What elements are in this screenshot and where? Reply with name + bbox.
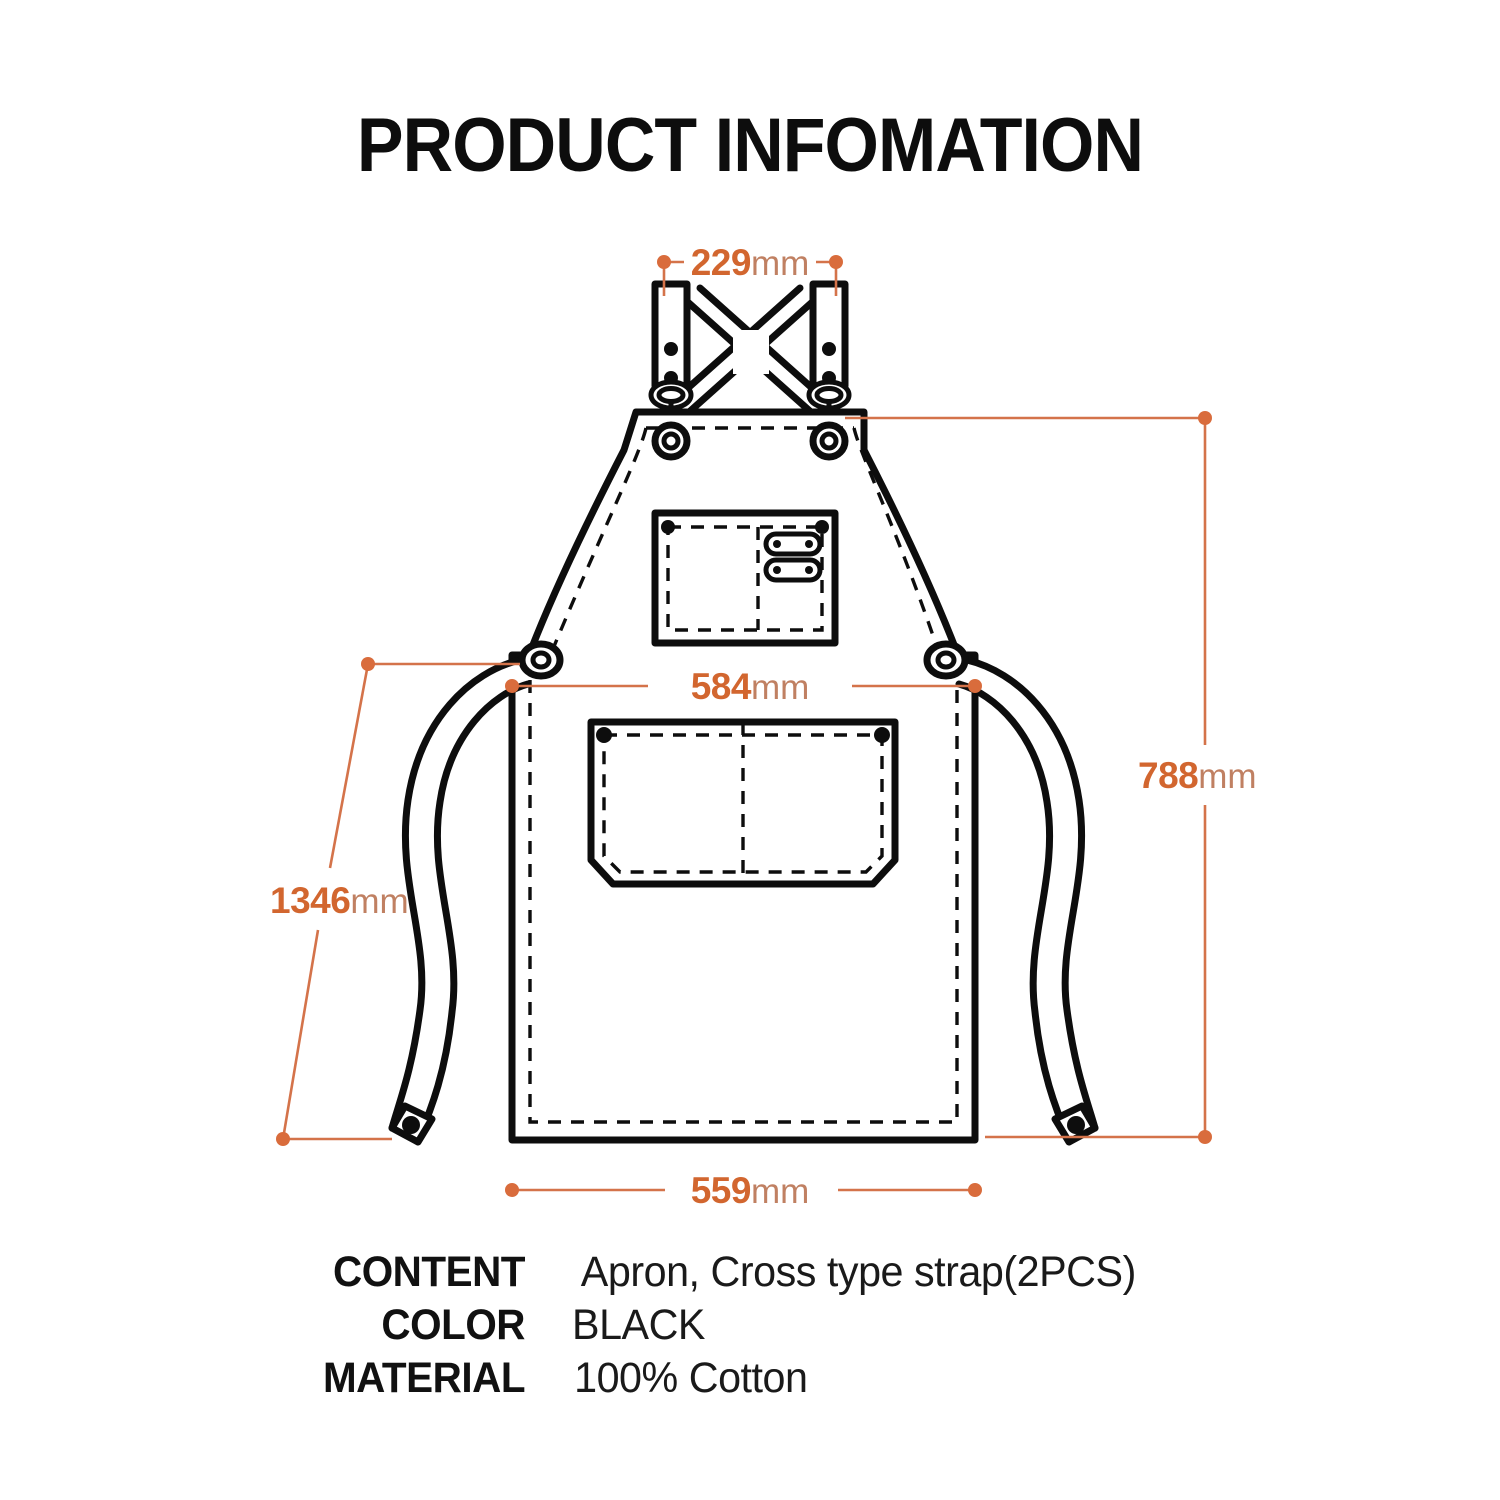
- pen-loop-lower: [763, 557, 823, 583]
- dimension-bib-width: 584mm: [505, 666, 982, 707]
- waist-pocket-rivet-right: [874, 727, 890, 743]
- dimension-strap-length: 1346mm: [270, 657, 520, 1146]
- dim-1346-unit: mm: [350, 882, 408, 921]
- dim-788-dot-bottom: [1198, 1130, 1212, 1144]
- dim-1346-dot-bottom: [276, 1132, 290, 1146]
- waist-tie-right-fill: [959, 660, 1095, 1140]
- dim-559-value: 559: [691, 1170, 751, 1211]
- bib-grommet-right-outer: [809, 421, 849, 461]
- dim-788-unit: mm: [1198, 757, 1256, 796]
- waist-tie-right-edge-outer: [963, 656, 1099, 1132]
- waist-pocket: [587, 718, 899, 888]
- waist-grommet-left-outer: [518, 640, 564, 680]
- dimension-hem-width: 559mm: [505, 1170, 982, 1211]
- dim-788-dot-top: [1198, 411, 1212, 425]
- dim-584-dot-right: [968, 679, 982, 693]
- dim-788-label: 788mm: [1138, 755, 1257, 796]
- left-armhole-stitch: [543, 427, 648, 669]
- left-strap-hole-upper: [664, 342, 678, 356]
- waist-tie-right: [923, 640, 1099, 1146]
- dim-229-dot-left: [657, 255, 671, 269]
- dim-229-unit: mm: [751, 244, 809, 283]
- dim-584-unit: mm: [751, 668, 809, 707]
- dim-559-dot-right: [968, 1183, 982, 1197]
- spec-value-content: Apron, Cross type strap(2PCS): [580, 1248, 1137, 1296]
- pen-loop-upper-tack-right: [805, 540, 813, 548]
- spec-value-material: 100% Cotton: [574, 1354, 808, 1402]
- waist-tie-left-edge-inner: [414, 680, 532, 1144]
- dim-584-value: 584: [691, 666, 752, 707]
- pen-loop-lower-tack-right: [805, 566, 813, 574]
- pen-loop-upper-fill: [766, 534, 820, 554]
- dim-1346-dot-top: [361, 657, 375, 671]
- dim-584-dot-left: [505, 679, 519, 693]
- spec-value-color: BLACK: [572, 1301, 705, 1349]
- cross-strap-assembly: [648, 280, 852, 454]
- waist-tie-left-fill: [392, 660, 528, 1140]
- chest-pocket-rivet-left: [661, 520, 675, 534]
- waist-grommet-left-inner: [530, 650, 552, 670]
- page-title: PRODUCT INFOMATION: [356, 103, 1144, 188]
- pen-loop-lower-fill: [766, 560, 820, 580]
- waist-tie-right-edge-inner: [955, 680, 1073, 1144]
- bib-grommet-left-inner: [661, 431, 681, 451]
- waist-pocket-rivet-left: [596, 727, 612, 743]
- spec-row-content: CONTENT Apron, Cross type strap(2PCS): [0, 1248, 1500, 1297]
- dim-1346-line-lower: [281, 929, 320, 1140]
- chest-pocket-stitch: [666, 525, 824, 632]
- spec-label-material: MATERIAL: [322, 1354, 526, 1402]
- apron-body-outline: [508, 408, 979, 1144]
- dim-229-label: 229mm: [691, 242, 810, 283]
- chest-pocket-outline: [651, 509, 839, 647]
- dim-229-value: 229: [691, 242, 751, 283]
- spec-label-color: COLOR: [381, 1301, 526, 1349]
- waist-grommet-right-outer: [923, 640, 969, 680]
- pen-loop-upper-tack-left: [773, 540, 781, 548]
- dim-1346-label: 1346mm: [270, 880, 409, 921]
- dim-559-dot-left: [505, 1183, 519, 1197]
- waist-tie-left-tip-hole: [402, 1116, 420, 1134]
- waist-tie-left-edge-outer: [388, 656, 524, 1132]
- bib-grommet-right-inner: [819, 431, 839, 451]
- bib-grommet-left-outer: [651, 421, 691, 461]
- waist-tie-left-tip: [388, 1102, 436, 1146]
- dim-584-label: 584mm: [691, 666, 810, 707]
- pen-loop-upper: [763, 531, 823, 557]
- specification-table: CONTENT Apron, Cross type strap(2PCS) CO…: [0, 1248, 1500, 1403]
- dim-559-label: 559mm: [691, 1170, 810, 1211]
- spec-row-color: COLOR BLACK: [0, 1301, 1500, 1350]
- right-strap-hole-upper: [822, 342, 836, 356]
- waist-grommet-right-inner: [935, 650, 957, 670]
- chest-pocket-rivet-right: [815, 520, 829, 534]
- dimension-body-height: 788mm: [845, 411, 1257, 1144]
- strap-cross-gap: [733, 330, 769, 374]
- dim-559-unit: mm: [751, 1172, 809, 1211]
- chest-pocket: [651, 509, 839, 647]
- pen-loop-lower-tack-left: [773, 566, 781, 574]
- dim-229-dot-right: [829, 255, 843, 269]
- waist-pocket-outline: [587, 718, 899, 888]
- dimension-strap-width: 229mm: [657, 242, 843, 296]
- waist-tie-right-tip-hole: [1067, 1116, 1085, 1134]
- spec-row-material: MATERIAL 100% Cotton: [0, 1354, 1500, 1403]
- dim-1346-value: 1346: [270, 880, 350, 921]
- dim-788-value: 788: [1138, 755, 1198, 796]
- dim-1346-line-upper: [328, 663, 370, 869]
- body-perimeter-stitch: [528, 680, 959, 1124]
- waist-tie-left: [388, 640, 564, 1146]
- spec-label-content: CONTENT: [332, 1248, 526, 1296]
